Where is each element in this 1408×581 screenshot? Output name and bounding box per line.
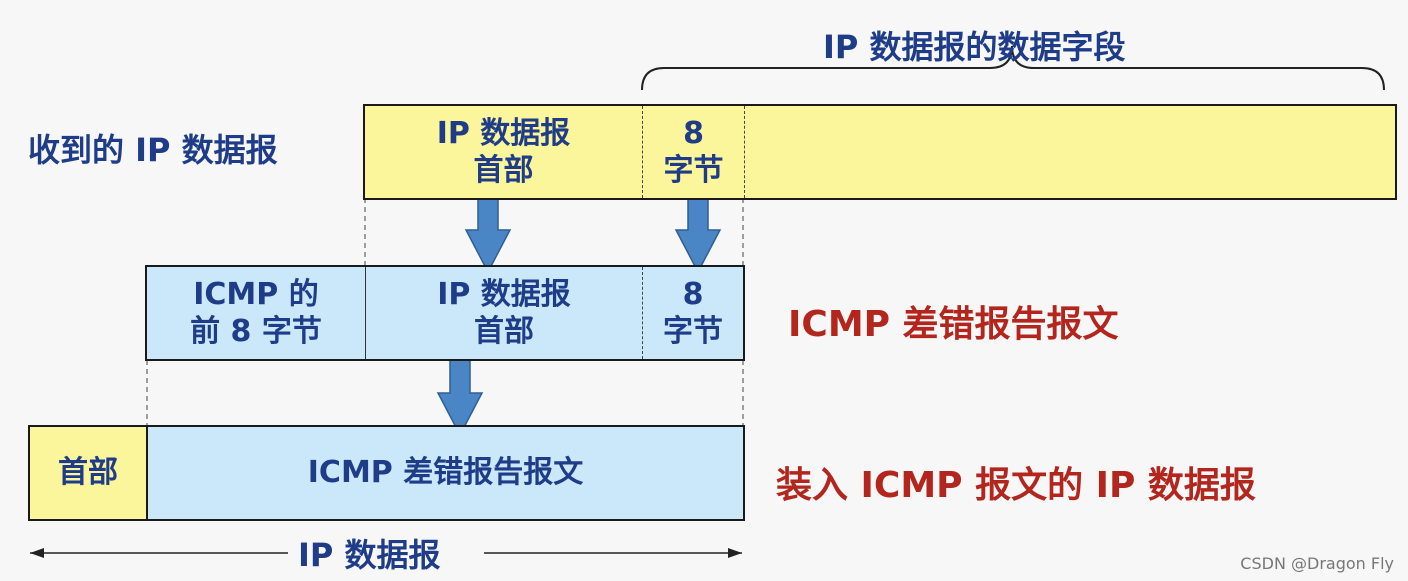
icmp-error-message-label: ICMP 差错报告报文 — [788, 304, 1119, 345]
remaining-data-cell — [744, 106, 1395, 198]
encapsulated-datagram-bar: 首部 ICMP 差错报告报文 — [28, 425, 745, 521]
icmp-message-body-text: ICMP 差错报告报文 — [307, 455, 584, 491]
arrow-down-icon — [674, 193, 722, 274]
outer-header-text: 首部 — [58, 455, 118, 491]
ip-header-copy-line-1: IP 数据报 — [437, 276, 571, 312]
icmp-first-8-bytes-cell: ICMP 的 前 8 字节 — [147, 267, 365, 359]
eight-bytes-copy-line-1: 8 — [682, 276, 704, 312]
span-arrowhead-left — [30, 548, 44, 558]
received-datagram-label: 收到的 IP 数据报 — [28, 131, 278, 169]
eight-bytes-cell: 8 字节 — [642, 106, 744, 198]
icmp-error-message-bar: ICMP 的 前 8 字节 IP 数据报 首部 8 字节 — [145, 265, 745, 361]
icmp-message-body-cell: ICMP 差错报告报文 — [148, 427, 743, 519]
received-datagram-bar: IP 数据报 首部 8 字节 — [363, 104, 1397, 200]
span-arrowhead-right — [728, 548, 742, 558]
span-label: IP 数据报 — [298, 536, 441, 574]
data-field-brace — [641, 45, 1385, 91]
watermark: CSDN @Dragon Fly — [1240, 554, 1394, 573]
data-field-label: IP 数据报的数据字段 — [823, 28, 1126, 66]
arrow-down-icon — [436, 354, 484, 437]
ip-header-line-2: 首部 — [473, 153, 534, 188]
arrow-down-icon — [464, 193, 512, 274]
eight-bytes-line-1: 8 — [683, 115, 704, 151]
ip-header-cell: IP 数据报 首部 — [365, 106, 642, 198]
eight-bytes-copy-cell: 8 字节 — [642, 267, 743, 359]
eight-bytes-line-2: 字节 — [663, 153, 724, 188]
encapsulated-datagram-label: 装入 ICMP 报文的 IP 数据报 — [776, 465, 1256, 506]
ip-header-line-1: IP 数据报 — [436, 115, 571, 151]
ip-header-copy-cell: IP 数据报 首部 — [365, 267, 642, 359]
icmp-first-line-2: 前 8 字节 — [190, 314, 322, 349]
ip-header-copy-line-2: 首部 — [474, 314, 534, 349]
outer-header-cell: 首部 — [30, 427, 148, 519]
eight-bytes-copy-line-2: 字节 — [663, 314, 723, 349]
icmp-first-line-1: ICMP 的 — [193, 276, 319, 312]
